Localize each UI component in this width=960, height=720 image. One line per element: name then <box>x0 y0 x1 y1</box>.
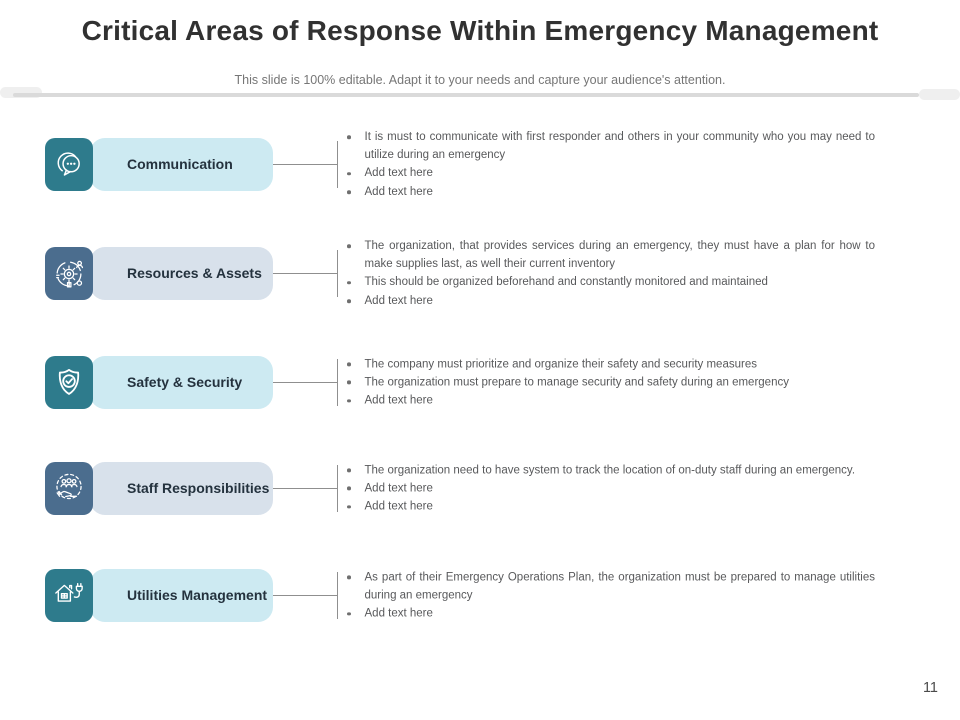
bullet-dot <box>347 281 351 285</box>
bullet-dot <box>347 505 351 509</box>
row-label: Communication <box>127 156 233 172</box>
row-label-pill: Staff Responsibilities <box>90 462 273 515</box>
bullet-text: Add text here <box>364 394 433 407</box>
bullet-dot <box>347 399 351 403</box>
bullet-text: Add text here <box>364 482 433 495</box>
slide-title: Critical Areas of Response Within Emerge… <box>81 15 879 46</box>
bullet-item: The organization need to have system to … <box>347 461 875 479</box>
gear-cycle-icon <box>56 260 84 288</box>
shield-check-icon <box>58 368 80 395</box>
chat-bubbles-icon-box <box>45 138 93 191</box>
row-label-pill: Safety & Security <box>90 356 273 409</box>
bullet-list: The company must prioritize and organize… <box>347 355 875 410</box>
bullet-text: This should be organized beforehand and … <box>364 276 768 289</box>
bullet-dot <box>347 135 351 139</box>
title-divider <box>13 93 919 97</box>
bullet-dot <box>347 575 351 579</box>
house-plug-icon-box <box>45 569 93 622</box>
bullet-list: As part of their Emergency Operations Pl… <box>347 568 875 623</box>
bullet-text: Add text here <box>364 294 433 307</box>
bullet-dot <box>347 190 351 194</box>
row-label: Staff Responsibilities <box>127 480 270 496</box>
divider-right-cap <box>919 89 960 100</box>
team-hand-icon-box <box>45 462 93 515</box>
bullet-text: Add text here <box>364 167 433 180</box>
row-label-pill: Resources & Assets <box>90 247 273 300</box>
bullet-dot <box>347 362 351 366</box>
connector-line <box>273 273 337 274</box>
bullet-item: Add text here <box>347 498 875 516</box>
bullet-item: This should be organized beforehand and … <box>347 274 875 292</box>
team-hand-icon <box>56 473 82 499</box>
bullet-dot <box>347 380 351 385</box>
bullet-text: It is must to communicate with first res… <box>364 130 876 162</box>
page-number: 11 <box>922 680 938 696</box>
bullet-item: Add text here <box>347 165 875 183</box>
row-label: Utilities Management <box>127 587 268 603</box>
bullet-dot <box>347 486 351 491</box>
shield-check-icon-box <box>45 356 93 409</box>
bullet-list: It is must to communicate with first res… <box>347 128 875 202</box>
bullet-list: The organization, that provides services… <box>347 237 875 311</box>
bullet-list: The organization need to have system to … <box>347 461 875 516</box>
bullet-text: Add text here <box>364 185 433 198</box>
bullet-text: As part of their Emergency Operations Pl… <box>364 570 876 602</box>
row-label-pill: Communication <box>90 138 273 191</box>
bullet-item: As part of their Emergency Operations Pl… <box>347 568 875 605</box>
bullet-dot <box>347 244 351 248</box>
chat-bubbles-icon <box>57 151 80 176</box>
bullet-item: Add text here <box>347 292 875 310</box>
row-label: Resources & Assets <box>127 265 262 281</box>
bullet-text: The company must prioritize and organize… <box>364 357 757 370</box>
connector-tick <box>337 465 338 512</box>
connector-tick <box>337 572 338 619</box>
bullet-dot <box>347 172 351 176</box>
row-label-pill: Utilities Management <box>90 569 273 622</box>
row-label: Safety & Security <box>127 374 243 390</box>
connector-line <box>273 488 337 489</box>
bullet-dot <box>347 468 351 472</box>
connector-tick <box>337 141 338 188</box>
bullet-item: The company must prioritize and organize… <box>347 355 875 373</box>
gear-cycle-icon-box <box>45 247 93 300</box>
bullet-dot <box>347 299 351 303</box>
bullet-text: Add text here <box>364 500 433 513</box>
connector-tick <box>337 250 338 297</box>
bullet-text: The organization must prepare to manage … <box>364 376 789 389</box>
bullet-text: The organization need to have system to … <box>364 463 856 476</box>
bullet-item: The organization must prepare to manage … <box>347 373 875 391</box>
bullet-item: Add text here <box>347 479 875 497</box>
bullet-text: The organization, that provides services… <box>364 239 876 271</box>
slide-subtitle: This slide is 100% editable. Adapt it to… <box>234 73 726 87</box>
connector-line <box>273 595 337 596</box>
connector-line <box>273 164 337 165</box>
divider-left-cap <box>0 87 42 98</box>
bullet-dot <box>347 612 351 616</box>
connector-line <box>273 382 337 383</box>
house-plug-icon <box>55 582 83 602</box>
bullet-item: It is must to communicate with first res… <box>347 128 875 165</box>
connector-tick <box>337 359 338 406</box>
bullet-item: Add text here <box>347 605 875 623</box>
bullet-item: Add text here <box>347 183 875 201</box>
bullet-item: Add text here <box>347 392 875 410</box>
bullet-text: Add text here <box>364 607 433 620</box>
bullet-item: The organization, that provides services… <box>347 237 875 274</box>
